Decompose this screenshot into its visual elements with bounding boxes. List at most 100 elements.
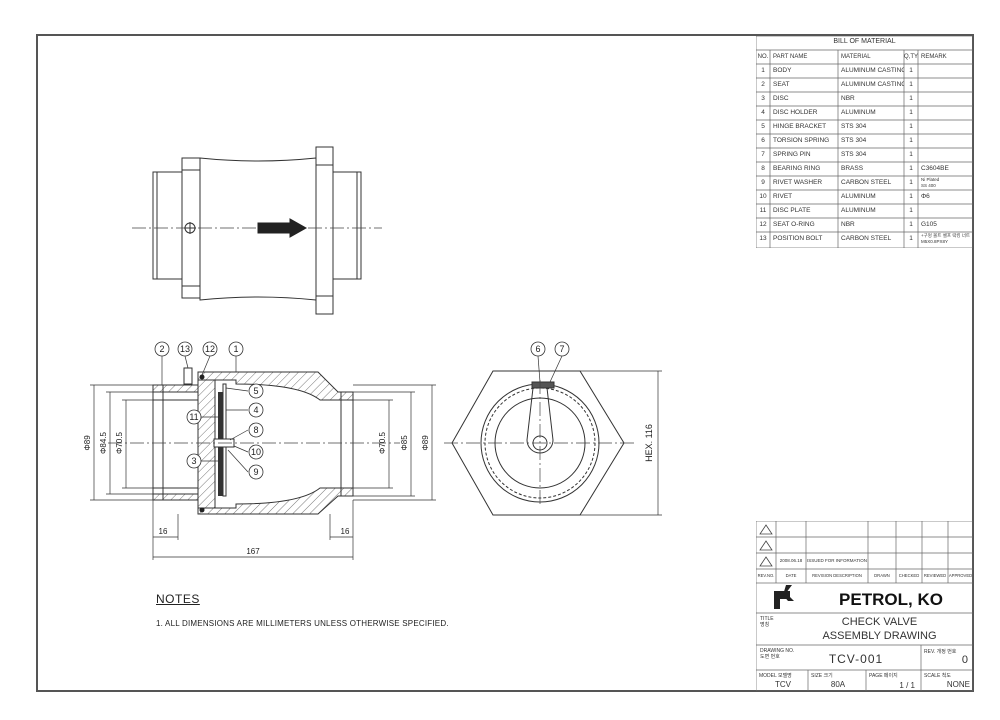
rev-description: [806, 537, 868, 553]
title-block: PETROL, KO TITLE 명칭 CHECK VALVE ASSEMBLY…: [756, 583, 973, 691]
bom-part-name: SEAT: [773, 81, 790, 88]
dim-d70-5-right: Φ70.5: [378, 431, 387, 454]
bom-material: ALUMINUM CASTING: [841, 81, 904, 88]
model-label: MODEL 모델명: [759, 673, 792, 679]
rev-header-drawn: DRAWN: [874, 573, 890, 578]
bom-remark: [921, 120, 973, 134]
rev-drawn: [868, 521, 896, 537]
bom-material: ALUMINUM: [841, 207, 876, 214]
bom-qty: 1: [909, 123, 913, 130]
bom-material: STS 304: [841, 123, 867, 130]
rev-approved: [948, 553, 973, 569]
balloon-6: 6: [535, 344, 540, 354]
bom-part-name: BEARING RING: [773, 165, 821, 172]
rev-date: [776, 521, 806, 537]
bom-remark: C3604BE: [921, 165, 949, 172]
balloon-12: 12: [205, 344, 215, 354]
bom-header-material: MATERIAL: [841, 54, 871, 60]
bom-remark: [921, 106, 973, 120]
rev-date: [776, 537, 806, 553]
bom-part-name: SEAT O-RING: [773, 221, 815, 228]
company-logo-icon: [774, 585, 794, 609]
bom-material: STS 304: [841, 137, 867, 144]
bom-qty: 1: [909, 235, 913, 242]
scale-value: NONE: [946, 680, 970, 689]
bom-qty: 1: [909, 221, 913, 228]
bom-no: 3: [761, 95, 765, 102]
bom-material: NBR: [841, 221, 855, 228]
bom-material: BRASS: [841, 165, 864, 172]
rev-reviewed: [922, 521, 948, 537]
size-label: SIZE 크기: [811, 673, 833, 679]
balloon-8: 8: [253, 425, 258, 435]
rev-label: REV. 개정 번호: [924, 649, 957, 655]
balloon-9: 9: [253, 467, 258, 477]
bom-header-no: NO.: [757, 54, 769, 60]
title-line-1: CHECK VALVE: [841, 616, 918, 628]
bom-remark: Ni Plated SS 400: [921, 177, 940, 188]
bom-qty: 1: [909, 193, 913, 200]
bom-header-part-name: PART NAME: [773, 54, 808, 60]
rev-description: [806, 521, 868, 537]
rev-date: 2008.06.18: [779, 558, 803, 563]
revision-triangle-icon: [759, 524, 773, 535]
bom-part-name: TORSION SPRING: [773, 137, 830, 144]
bom-qty: 1: [909, 67, 913, 74]
dim-d89-left: Φ89: [83, 435, 92, 451]
bom-qty: 1: [909, 207, 913, 214]
bom-qty: 1: [909, 165, 913, 172]
bom-qty: 1: [909, 109, 913, 116]
balloon-4: 4: [253, 405, 258, 415]
balloon-10: 10: [251, 447, 261, 457]
bom-part-name: POSITION BOLT: [773, 235, 823, 242]
dim-hex-116: HEX. 116: [644, 424, 654, 462]
bom-material: CARBON STEEL: [841, 235, 892, 242]
bom-remark: [921, 204, 973, 218]
rev-header-description: REVISION DESCRIPTION: [812, 573, 862, 578]
bom-part-name: RIVET: [773, 193, 793, 200]
rev-header-no: REV.NO.: [757, 573, 775, 578]
bom-no: 10: [759, 193, 767, 200]
title-label: TITLE 명칭: [760, 616, 774, 628]
dim-w16-left: 16: [159, 527, 168, 536]
balloon-3: 3: [191, 456, 196, 466]
bom-qty: 1: [909, 81, 913, 88]
balloon-2: 2: [159, 344, 164, 354]
rev-approved: [948, 521, 973, 537]
bom-material: ALUMINUM: [841, 193, 876, 200]
bom-qty: 1: [909, 179, 913, 186]
rev-checked: [896, 537, 922, 553]
dim-d85: Φ85: [400, 435, 409, 451]
notes-title: NOTES: [156, 592, 200, 606]
size-value: 80A: [830, 680, 846, 689]
bom-qty: 1: [909, 137, 913, 144]
rev-approved: [948, 537, 973, 553]
bom-part-name: RIVET WASHER: [773, 179, 823, 186]
bom-no: 13: [759, 235, 767, 242]
bom-part-name: BODY: [773, 67, 792, 74]
revision-triangle-icon: [759, 540, 773, 551]
dim-d70-5-left: Φ70.5: [115, 431, 124, 454]
bom-title: BILL OF MATERIAL: [833, 38, 896, 45]
bom-no: 8: [761, 165, 765, 172]
rev-header-date: DATE: [785, 573, 797, 578]
bom-header-remark: REMARK: [921, 54, 947, 60]
balloon-7: 7: [559, 344, 564, 354]
bom-material: STS 304: [841, 151, 867, 158]
page-label: PAGE 페이지: [869, 673, 898, 679]
bom-part-name: SPRING PIN: [773, 151, 811, 158]
bom-remark: [921, 92, 973, 106]
bom-remark: Φ6: [921, 193, 930, 200]
bom-part-name: DISC PLATE: [773, 207, 811, 214]
bom-remark: +구멍 볼트 셀프 락킹 너트 M5X0.8PX8Y: [921, 233, 971, 244]
dim-d84-5: Φ84.5: [99, 431, 108, 454]
bom-part-name: DISC HOLDER: [773, 109, 818, 116]
bom-remark: [921, 64, 973, 78]
balloon-5: 5: [253, 386, 258, 396]
page-value: 1 / 1: [899, 681, 915, 690]
bom-qty: 1: [909, 95, 913, 102]
title-line-2: ASSEMBLY DRAWING: [822, 630, 937, 642]
bom-remark: [921, 134, 973, 148]
